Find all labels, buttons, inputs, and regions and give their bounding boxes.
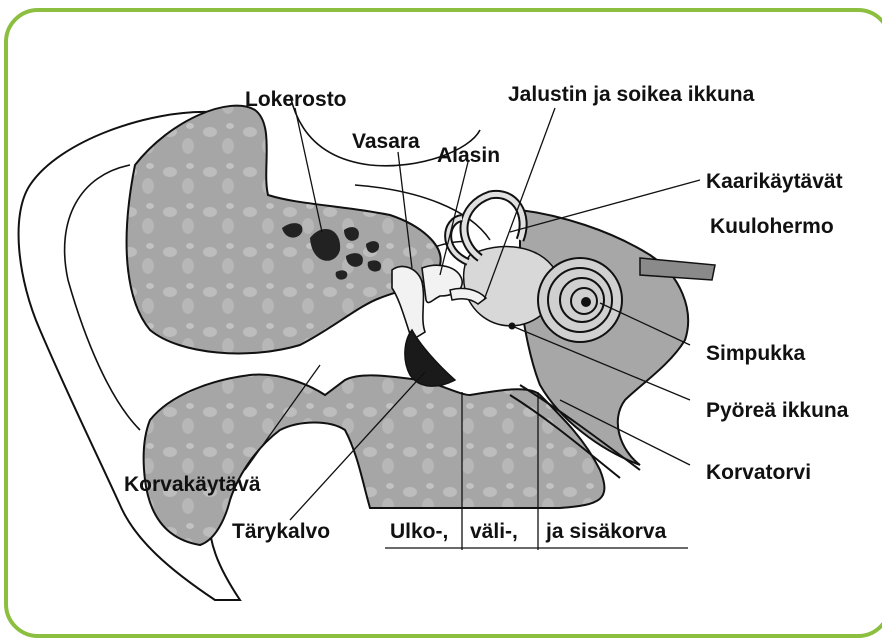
eardrum [405,330,455,386]
air-cell [336,270,348,279]
label-sisakorva: ja sisäkorva [546,521,666,542]
malleus [392,266,425,340]
label-simpukka: Simpukka [706,343,805,364]
label-vali: väli-, [470,521,518,542]
label-jalustin: Jalustin ja soikea ikkuna [508,84,754,105]
lower-bone [144,375,605,545]
label-tarykalvo: Tärykalvo [232,521,330,542]
label-korvatorvi: Korvatorvi [706,462,811,483]
label-kaarikaytavat: Kaarikäytävät [706,171,843,192]
label-lokerosto: Lokerosto [245,89,347,110]
label-pyorea-ikkuna: Pyöreä ikkuna [706,400,848,421]
label-korvakaytava: Korvakäytävä [124,474,261,495]
ear-anatomy-figure: Lokerosto Vasara Alasin Jalustin ja soik… [0,0,882,620]
cochlea [538,258,622,342]
label-alasin: Alasin [437,145,500,166]
label-kuulohermo: Kuulohermo [710,216,834,237]
label-vasara: Vasara [352,131,420,152]
label-ulko: Ulko-, [390,521,448,542]
